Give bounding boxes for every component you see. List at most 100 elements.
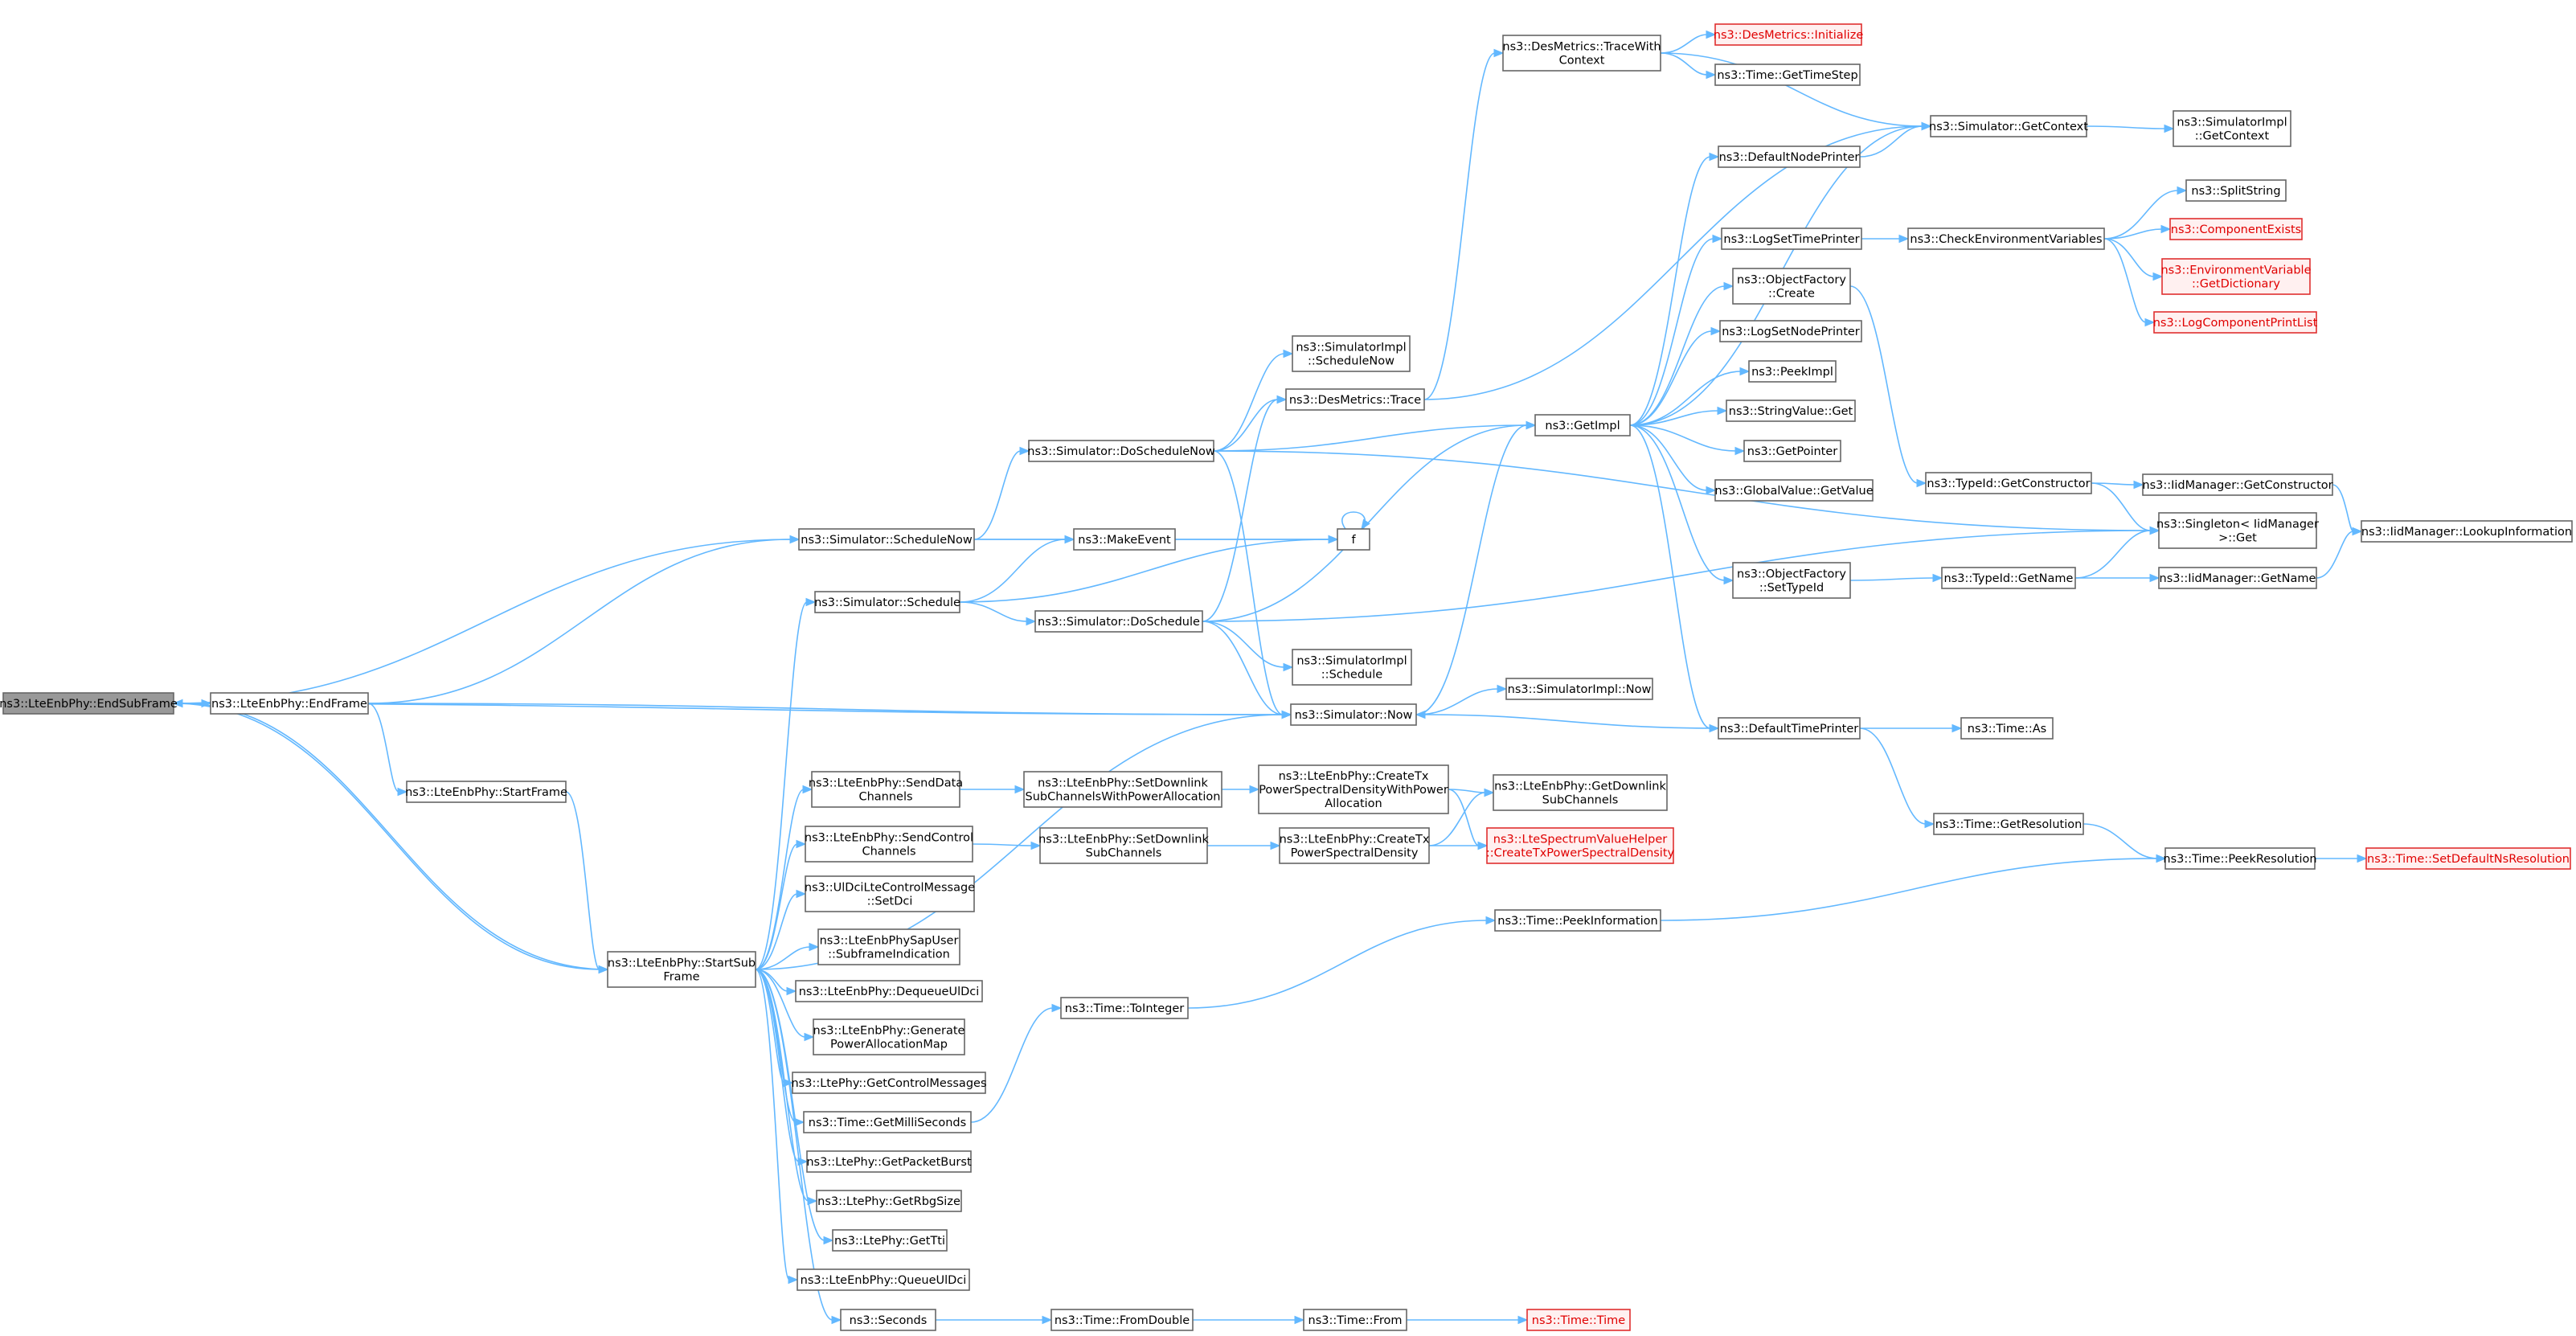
node-label: ns3::DesMetrics::Trace [1289,394,1421,407]
graph-node[interactable]: ns3::Time::FromDouble [1050,1309,1194,1331]
edge-arrowhead [1924,819,1935,829]
edge-arrowhead [2160,224,2172,234]
graph-node[interactable]: ns3::SimulatorImpl::ScheduleNow [1292,335,1411,372]
graph-node[interactable]: ns3::Time::ToInteger [1060,997,1189,1019]
node-label: ns3::TypeId::GetName [1944,572,2074,585]
graph-node[interactable]: ns3::Simulator::DoScheduleNow [1027,440,1215,462]
graph-node[interactable]: ns3::GetPointer [1743,440,1841,462]
graph-node[interactable]: ns3::ObjectFactory::SetTypeId [1732,562,1851,599]
graph-node[interactable]: ns3::Time::SetDefaultNsResolution [2365,847,2571,870]
graph-node[interactable]: ns3::SimulatorImpl::Schedule [1292,649,1412,686]
node-box [1526,1309,1631,1331]
graph-node[interactable]: ns3::ObjectFactory::Create [1732,268,1851,305]
graph-node[interactable]: ns3::Time::GetMilliSeconds [803,1111,972,1133]
node-label: ns3::LteEnbPhy::SetDownlink [1038,777,1208,789]
graph-node[interactable]: ns3::Time::PeekInformation [1494,909,1661,932]
node-label: ns3::Time::GetMilliSeconds [809,1117,966,1129]
graph-node[interactable]: ns3::Seconds [840,1309,936,1331]
edge-arrowhead [797,1157,809,1166]
graph-node[interactable]: ns3::SimulatorImpl::GetContext [2173,110,2291,147]
graph-node[interactable]: ns3::ComponentExists [2169,218,2303,240]
edge-arrowhead [1014,785,1026,794]
graph-node[interactable]: ns3::DefaultTimePrinter [1718,717,1861,740]
graph-node[interactable]: ns3::GlobalValue::GetValue [1714,479,1874,502]
graph-node[interactable]: ns3::Time::As [1960,717,2054,740]
graph-node[interactable]: ns3::StringValue::Get [1726,400,1856,422]
graph-node[interactable]: ns3::DesMetrics::Initialize [1714,23,1864,46]
graph-node[interactable]: ns3::IidManager::GetName [2158,567,2317,589]
node-label: ns3::LteEnbPhy::QueueUlDci [801,1274,967,1287]
graph-node[interactable]: ns3::Time::PeekResolution [2163,847,2317,870]
graph-node[interactable]: ns3::SimulatorImpl::Now [1505,678,1653,700]
graph-node[interactable]: ns3::LteSpectrumValueHelper::CreateTxPow… [1486,827,1675,864]
graph-node[interactable]: ns3::LtePhy::GetPacketBurst [806,1150,972,1173]
node-box [1714,64,1861,86]
graph-node[interactable]: ns3::LteEnbPhy::CreateTxPowerSpectralDen… [1258,764,1449,814]
graph-node[interactable]: ns3::LogSetTimePrinter [1721,227,1862,250]
graph-node[interactable]: ns3::SplitString [2185,179,2287,202]
node-label: f [1351,534,1356,547]
edges-layer [172,30,2368,1325]
node-label: ns3::DefaultNodePrinter [1719,151,1860,164]
edge-arrowhead [2133,480,2144,490]
graph-node[interactable]: ns3::LteEnbPhy::GeneratePowerAllocationM… [813,1018,965,1055]
graph-node[interactable]: ns3::Simulator::DoSchedule [1034,610,1203,633]
graph-node[interactable]: ns3::Simulator::GetContext [1929,115,2088,137]
node-box [795,980,983,1002]
graph-node[interactable]: ns3::TypeId::GetName [1941,567,2076,589]
graph-node[interactable]: ns3::TypeId::GetConstructor [1925,472,2092,494]
graph-node[interactable]: ns3::LteEnbPhy::EndSubFrame [0,692,178,715]
graph-node[interactable]: ns3::LteEnbPhy::CreateTxPowerSpectralDen… [1279,827,1430,864]
graph-node[interactable]: ns3::LteEnbPhy::EndFrame [210,692,369,715]
graph-node[interactable]: ns3::LtePhy::GetControlMessages [791,1072,987,1094]
call-edge [973,450,1022,540]
graph-node[interactable]: ns3::LteEnbPhy::StartFrame [405,781,567,803]
graph-node[interactable]: ns3::DefaultNodePrinter [1718,145,1861,168]
graph-node[interactable]: ns3::Simulator::Now [1290,703,1417,726]
graph-node[interactable]: ns3::LteEnbPhy::SetDownlinkSubChannelsWi… [1023,771,1222,808]
call-edge [755,969,833,1321]
graph-node[interactable]: ns3::Simulator::Schedule [814,591,960,613]
graph-node[interactable]: ns3::EnvironmentVariable::GetDictionary [2160,258,2312,295]
node-label: ::SubframeIndication [828,948,950,961]
call-edge [2316,531,2354,579]
node-label: ns3::LtePhy::GetRbgSize [817,1195,960,1208]
graph-node[interactable]: ns3::MakeEvent [1073,528,1176,551]
graph-node[interactable]: ns3::PeekImpl [1748,360,1837,383]
graph-node[interactable]: ns3::LtePhy::GetTti [832,1229,948,1252]
graph-node[interactable]: ns3::UlDciLteControlMessage::SetDci [805,875,975,912]
call-edge [2083,823,2158,859]
node-label: ns3::GetPointer [1747,445,1838,458]
call-edge [970,1007,1054,1123]
graph-node[interactable]: ns3::Time::Time [1526,1309,1631,1331]
graph-node[interactable]: ns3::IidManager::GetConstructor [2142,473,2333,496]
node-label: ns3::DesMetrics::Initialize [1714,29,1864,42]
node-label: ns3::Simulator::DoScheduleNow [1027,445,1215,458]
graph-node[interactable]: ns3::LogSetNodePrinter [1719,320,1862,342]
graph-node[interactable]: ns3::GetImpl [1534,414,1631,436]
graph-node[interactable]: ns3::LtePhy::GetRbgSize [816,1190,962,1212]
graph-node[interactable]: ns3::DesMetrics::Trace [1285,388,1425,411]
graph-node[interactable]: ns3::Simulator::ScheduleNow [798,528,975,551]
graph-node[interactable]: ns3::Time::From [1303,1309,1407,1331]
graph-node[interactable]: ns3::Singleton< IidManager>::Get [2156,512,2319,549]
graph-node[interactable]: ns3::Time::GetResolution [1933,813,2084,835]
graph-node[interactable]: ns3::LteEnbPhySapUser::SubframeIndicatio… [817,928,960,965]
call-edge [565,791,600,970]
node-label: Allocation [1325,797,1382,810]
graph-node[interactable]: ns3::LteEnbPhy::QueueUlDci [797,1268,970,1291]
graph-node[interactable]: ns3::Time::GetTimeStep [1714,64,1861,86]
graph-node[interactable]: f [1337,528,1370,551]
graph-node[interactable]: ns3::IidManager::LookupInformation [2361,520,2573,543]
call-edge [959,539,1330,603]
graph-node[interactable]: ns3::CheckEnvironmentVariables [1907,227,2105,250]
graph-node[interactable]: ns3::LteEnbPhy::DequeueUlDci [795,980,983,1002]
graph-node[interactable]: ns3::LogComponentPrintList [2153,311,2318,334]
node-label: ns3::LteEnbPhy::SendControl [805,831,973,844]
